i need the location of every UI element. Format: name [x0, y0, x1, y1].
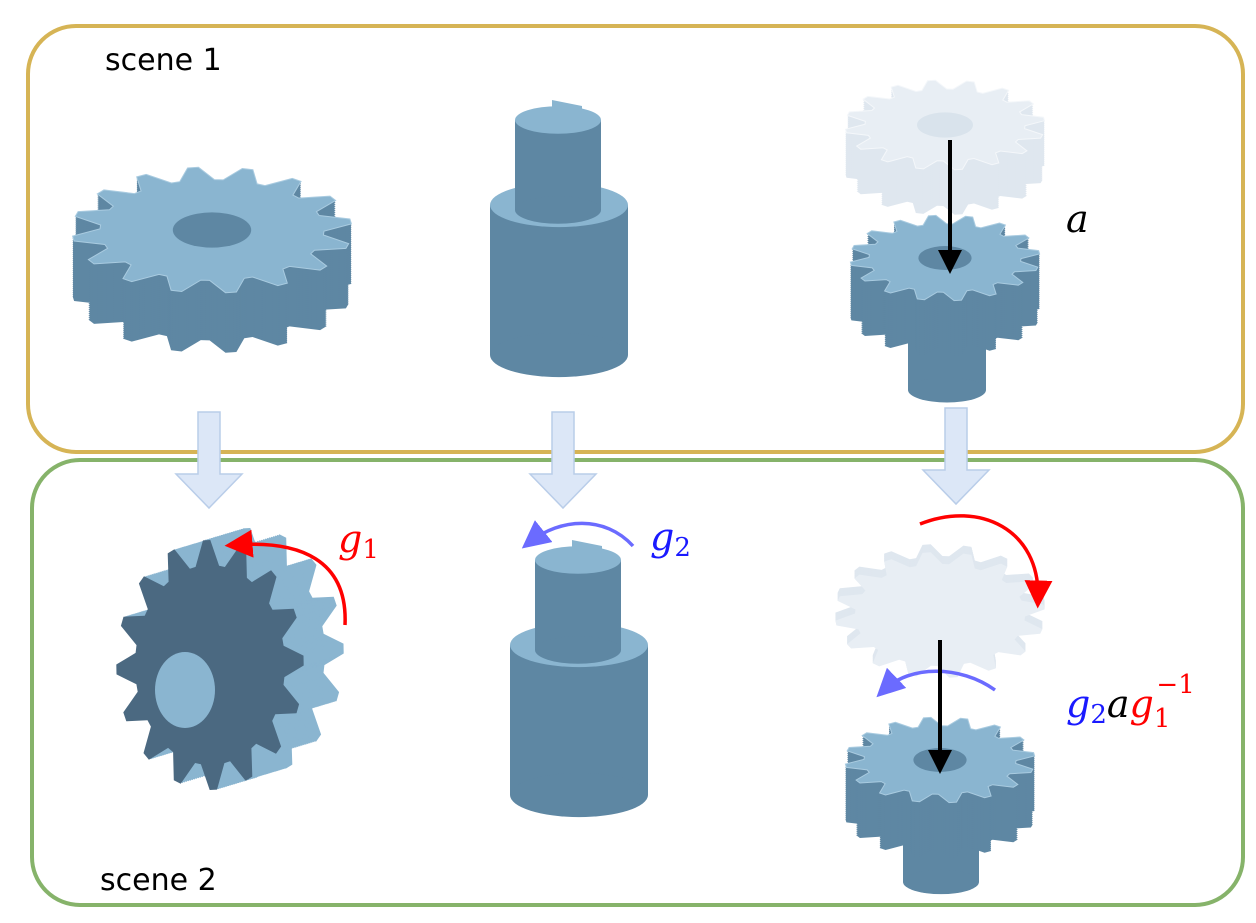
flow-arrow-2 [528, 411, 598, 510]
gear-scene2-face [116, 540, 304, 790]
flow-arrow-1 [174, 411, 244, 510]
shaft-scene2-key [572, 540, 602, 564]
rotation-arrow-g2-scene2 [876, 667, 997, 698]
rotation-arrow-g2 [521, 520, 635, 549]
assembly-shaft-scene2-bottom [903, 869, 979, 895]
gear-scene1-hole [172, 212, 252, 248]
scene2-box [30, 458, 1245, 907]
flow-arrow-3 [921, 407, 991, 506]
gear-faded-scene1-hole [917, 112, 973, 138]
shaft-scene2-base-bottom [510, 772, 648, 818]
scene2-label: scene 2 [100, 863, 217, 898]
rotation-arrow-g1 [224, 529, 347, 626]
scene1-box [26, 24, 1245, 454]
label-g1: g1 [338, 517, 379, 565]
shaft-scene2-pin-bottom [535, 636, 621, 664]
shaft-scene1-base-body [490, 205, 628, 355]
assembly-shaft-scene1-bottom [908, 377, 986, 403]
shaft-scene2-base-body [510, 645, 648, 795]
label-g2: g2 [650, 515, 691, 563]
annotations: a g1 g2 g2ag1−1 [224, 140, 1195, 774]
flow-arrows [174, 407, 991, 510]
shaft-scene1-pin-bottom [515, 196, 601, 224]
gear-assembly-scene1-hole [918, 246, 972, 270]
scene1-label: scene 1 [105, 43, 222, 78]
gear-faded-scene2-top [835, 552, 1045, 678]
label-a: a [1066, 197, 1089, 241]
shaft-scene1-key [552, 100, 582, 124]
shaft-scene1-pin-body [515, 120, 601, 210]
gear-scene2-hole [155, 652, 215, 728]
shaft-scene2-pin-body [535, 560, 621, 650]
rotation-arrow-g1-scene2 [919, 514, 1053, 609]
parts-layer [71, 79, 1046, 895]
label-composite: g2ag1−1 [1066, 670, 1195, 734]
shaft-scene1-base-bottom [490, 332, 628, 378]
